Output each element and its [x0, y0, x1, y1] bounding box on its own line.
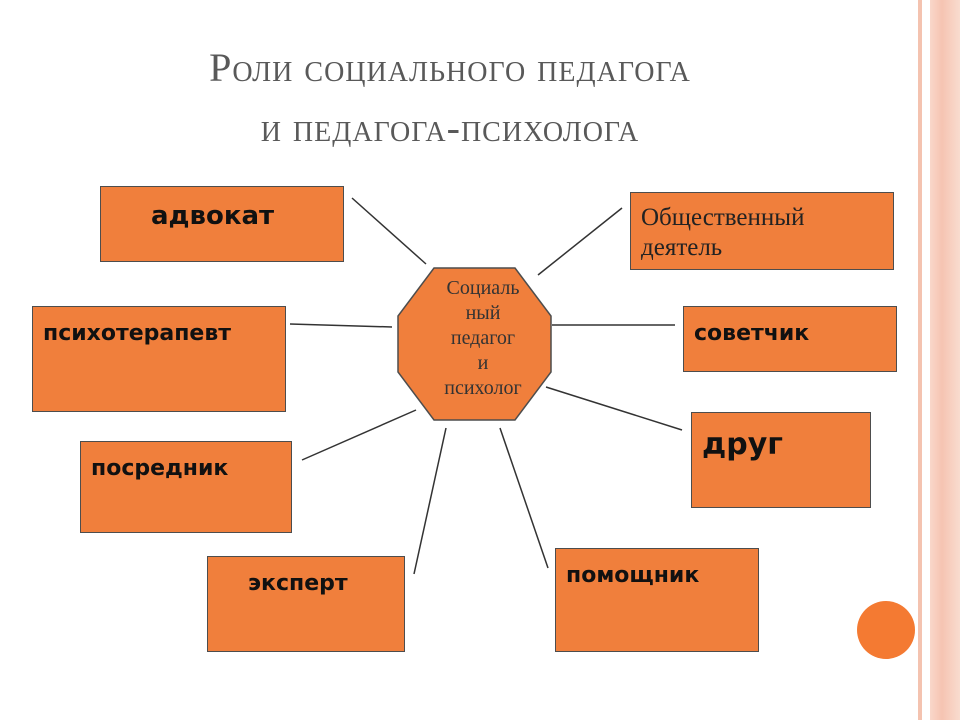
role-label-drug: друг	[702, 427, 783, 462]
title-line-2: и педагога-психолога	[260, 105, 640, 150]
role-box-ekspert: эксперт	[207, 556, 405, 652]
connector-pomoshchnik	[499, 427, 549, 569]
connector-posrednik	[301, 409, 417, 461]
role-label-ekspert: эксперт	[248, 571, 348, 596]
center-octagon	[397, 267, 552, 421]
title-line-1: Роли социального педагога	[209, 45, 691, 90]
role-box-psikhoterapevt: психотерапевт	[32, 306, 286, 412]
decor-stripe-wide	[930, 0, 960, 720]
center-line-2: ный	[465, 302, 501, 324]
role-box-advokat: адвокат	[100, 186, 344, 262]
slide-title: Роли социального педагога и педагога-пси…	[60, 38, 840, 158]
role-label-sovetchik: советчик	[694, 321, 810, 346]
role-label-posrednik: посредник	[91, 456, 229, 481]
center-label: Социаль ный педагог и психолог	[420, 276, 546, 401]
role-box-obshchestvennyi-deyatel: Общественный деятель	[630, 192, 894, 270]
role-label-obshchestvennyi-deyatel: Общественный деятель	[641, 204, 805, 261]
role-box-sovetchik: советчик	[683, 306, 897, 372]
accent-circle	[857, 601, 915, 659]
center-line-5: психолог	[444, 377, 522, 399]
center-line-3: педагог	[450, 327, 516, 349]
decor-stripe-thin	[918, 0, 922, 720]
role-label-pomoshchnik: помощник	[566, 563, 700, 588]
role-box-drug: друг	[691, 412, 871, 508]
connector-advokat	[351, 197, 427, 265]
role-label-advokat: адвокат	[151, 201, 275, 231]
connector-psikhoterapevt	[289, 323, 393, 328]
center-line-1: Социаль	[446, 277, 520, 299]
connector-drug	[545, 386, 683, 431]
center-line-4: и	[477, 352, 489, 374]
connector-obshchestvennyi-deyatel	[537, 207, 623, 276]
connector-ekspert	[413, 427, 447, 575]
role-box-posrednik: посредник	[80, 441, 292, 533]
role-label-psikhoterapevt: психотерапевт	[43, 321, 232, 346]
role-box-pomoshchnik: помощник	[555, 548, 759, 652]
